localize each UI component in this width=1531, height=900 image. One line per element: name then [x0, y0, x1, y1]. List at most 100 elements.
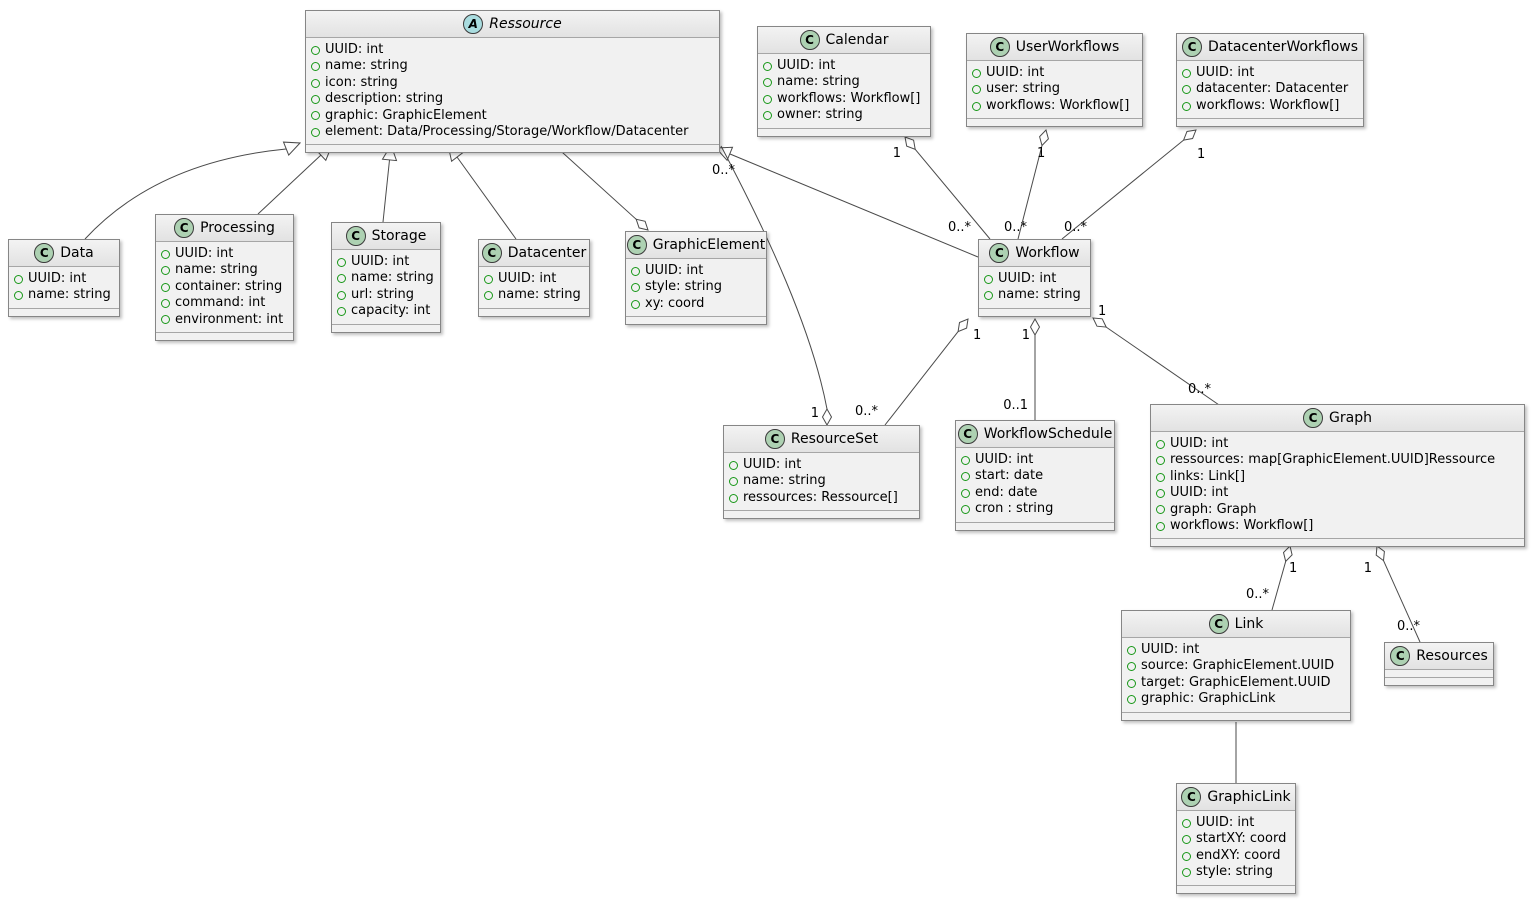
attribute-row: UUID: int [972, 65, 1136, 81]
field-visibility-icon [763, 61, 772, 71]
class-header: A Ressource [306, 11, 719, 37]
class-stereotype-icon: C [481, 243, 502, 263]
field-visibility-icon [1156, 521, 1165, 531]
field-visibility-icon [631, 299, 640, 309]
field-visibility-icon [1182, 818, 1191, 828]
class-box-workflow: C Workflow UUID: int name: string [978, 239, 1091, 317]
class-title: GraphicLink [1207, 789, 1291, 805]
methods-compartment [758, 127, 930, 136]
class-stereotype-icon: C [989, 243, 1010, 263]
attribute-text: cron : string [975, 501, 1054, 517]
attribute-text: workflows: Workflow[] [986, 97, 1130, 113]
attribute-text: url: string [351, 286, 415, 302]
attribute-text: UUID: int [1170, 436, 1229, 451]
class-box-resourceset: C ResourceSet UUID: int name: string res… [723, 425, 920, 520]
attribute-row: xy: coord [631, 296, 760, 312]
attribute-row: name: string [337, 270, 434, 286]
attribute-row: end: date [961, 485, 1108, 501]
attribute-text: UUID: int [975, 452, 1034, 467]
methods-compartment [156, 332, 293, 340]
attribute-row: url: string [337, 287, 434, 303]
attribute-text: environment: int [175, 311, 284, 327]
multiplicity-label: 1 [973, 328, 981, 343]
attribute-text: name: string [998, 287, 1081, 303]
class-title: GraphicElement [652, 237, 766, 253]
field-visibility-icon [961, 504, 970, 514]
field-visibility-icon [972, 101, 981, 111]
edge-aggregation-workflow-graph: 1 0..* [1092, 304, 1223, 408]
attribute-row: style: string [631, 279, 760, 295]
class-title: Ressource [489, 16, 562, 32]
attribute-row: UUID: int [484, 271, 583, 287]
attribute-text: start: date [975, 468, 1044, 484]
field-visibility-icon [1127, 645, 1136, 655]
multiplicity-label: 1 [1022, 328, 1030, 343]
attributes-compartment: UUID: int user: string workflows: Workfl… [967, 60, 1142, 118]
attribute-row: description: string [311, 91, 713, 107]
field-visibility-icon [484, 274, 493, 284]
attribute-row: UUID: int [1127, 642, 1344, 658]
field-visibility-icon [961, 455, 970, 465]
class-box-calendar: C Calendar UUID: int name: string workfl… [757, 26, 931, 137]
attributes-compartment: UUID: int name: string icon: string desc… [306, 37, 719, 144]
class-header: C WorkflowSchedule [956, 421, 1114, 447]
attribute-text: description: string [325, 91, 444, 107]
attribute-row: command: int [161, 295, 287, 311]
methods-compartment [979, 307, 1090, 316]
attribute-text: element: Data/Processing/Storage/Workflo… [325, 124, 689, 140]
class-title: Datacenter [507, 245, 587, 261]
attribute-text: name: string [498, 287, 581, 303]
attribute-text: end: date [975, 484, 1038, 500]
field-visibility-icon [763, 110, 772, 120]
field-visibility-icon [984, 291, 993, 301]
attribute-text: datacenter: Datacenter [1196, 81, 1349, 97]
attribute-text: style: string [645, 279, 723, 295]
class-box-processing: C Processing UUID: int name: string cont… [155, 214, 294, 342]
field-visibility-icon [311, 45, 320, 55]
attribute-text: container: string [175, 278, 283, 294]
class-box-graph: C Graph UUID: int ressources: map[Graphi… [1150, 404, 1525, 548]
field-visibility-icon [1156, 456, 1165, 466]
multiplicity-label: 0..* [1188, 382, 1212, 397]
class-stereotype-icon: C [1181, 37, 1202, 57]
class-box-userworkflows: C UserWorkflows UUID: int user: string w… [966, 33, 1143, 128]
field-visibility-icon [1182, 85, 1191, 95]
attribute-text: ressources: map[GraphicElement.UUID]Ress… [1170, 452, 1496, 468]
abstract-stereotype-icon: A [463, 14, 484, 34]
field-visibility-icon [729, 477, 738, 487]
class-title: Calendar [825, 32, 889, 48]
attribute-row: name: string [984, 287, 1084, 303]
class-title: WorkflowSchedule [983, 426, 1113, 442]
attribute-row: UUID: int [161, 246, 287, 262]
multiplicity-label: 0..* [712, 163, 736, 178]
class-stereotype-icon: C [989, 37, 1010, 57]
class-box-graphiclink: C GraphicLink UUID: int startXY: coord e… [1176, 783, 1296, 894]
multiplicity-label: 1 [1364, 561, 1372, 576]
edge-aggregation-graph-link: 1 0..* [1246, 545, 1297, 611]
methods-compartment [1122, 711, 1350, 720]
class-header: C Resources [1385, 643, 1493, 669]
field-visibility-icon [1127, 678, 1136, 688]
class-header: C Workflow [979, 240, 1090, 266]
field-visibility-icon [311, 78, 320, 88]
attribute-row: UUID: int [984, 271, 1084, 287]
attribute-row: UUID: int [729, 457, 913, 473]
attribute-text: command: int [175, 295, 266, 311]
attribute-row: container: string [161, 279, 287, 295]
field-visibility-icon [1156, 439, 1165, 449]
field-visibility-icon [763, 94, 772, 104]
attribute-text: name: string [743, 473, 826, 489]
class-box-graphicelement: C GraphicElement UUID: int style: string… [625, 231, 767, 326]
class-title: ResourceSet [790, 431, 879, 447]
class-stereotype-icon: C [174, 218, 195, 238]
field-visibility-icon [961, 488, 970, 498]
multiplicity-label: 0..* [1004, 220, 1028, 235]
class-header: C Calendar [758, 27, 930, 53]
attribute-row: graphic: GraphicElement [311, 108, 713, 124]
field-visibility-icon [729, 460, 738, 470]
edge-aggregation-datacenterworkflows-workflow: 1 0..* [1061, 129, 1205, 240]
attribute-row: ressources: map[GraphicElement.UUID]Ress… [1156, 452, 1518, 468]
attribute-text: UUID: int [1141, 642, 1200, 657]
attribute-row: workflows: Workflow[] [972, 98, 1136, 114]
